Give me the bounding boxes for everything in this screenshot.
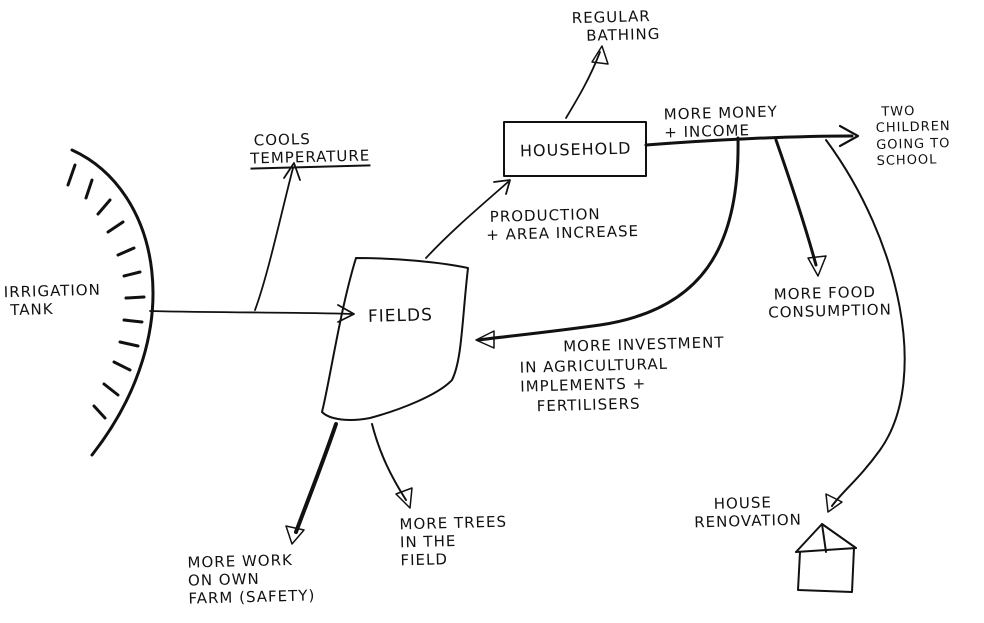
bathing-arrow — [565, 51, 601, 119]
investment-arrowhead — [475, 330, 495, 349]
tank-hatching — [66, 163, 146, 420]
trees-label: MORE TREES IN THE FIELD — [399, 512, 508, 570]
house-arrowhead — [825, 493, 843, 513]
money-income-label: MORE MONEY + INCOME — [663, 102, 779, 142]
cools-arrow — [254, 167, 294, 311]
investment-arrow — [476, 136, 740, 342]
household-box — [503, 121, 647, 177]
trees-arrowhead — [395, 487, 413, 509]
food-arrowhead — [807, 255, 827, 277]
production-label: PRODUCTION + AREA INCREASE — [486, 204, 640, 244]
fields-label: FIELDS — [367, 305, 434, 327]
house-arrow — [825, 139, 906, 507]
tank-to-fields-arrow — [149, 310, 353, 315]
fields-to-household-arrow — [425, 181, 509, 259]
work-label: MORE WORK ON OWN FARM (SAFETY) — [187, 550, 316, 608]
income-arrow — [644, 134, 854, 147]
work-arrowhead — [285, 525, 305, 545]
trees-arrow — [371, 423, 407, 501]
house-icon — [795, 523, 857, 593]
cools-arrowhead — [283, 162, 301, 181]
bathing-arrowhead — [591, 45, 609, 65]
fields-shape — [321, 257, 469, 421]
work-arrow — [294, 422, 338, 534]
cools-temperature-label: COOLS TEMPERATURE — [249, 129, 371, 170]
food-arrow — [774, 138, 818, 267]
tank-arc — [70, 148, 155, 457]
irrigation-tank-label: IRRIGATION TANK — [3, 280, 102, 320]
investment-label: MORE INVESTMENT IN AGRICULTURAL IMPLEMEN… — [519, 333, 725, 415]
fields-to-household-arrowhead — [493, 179, 511, 195]
income-arrowhead — [838, 124, 860, 148]
food-consumption-label: MORE FOOD CONSUMPTION — [768, 282, 893, 322]
children-label: TWO CHILDREN GOING TO SCHOOL — [875, 103, 951, 169]
bathing-label: REGULAR BATHING — [571, 7, 661, 45]
household-label: HOUSEHOLD — [519, 138, 632, 161]
house-renovation-label: HOUSE RENOVATION — [694, 493, 803, 532]
